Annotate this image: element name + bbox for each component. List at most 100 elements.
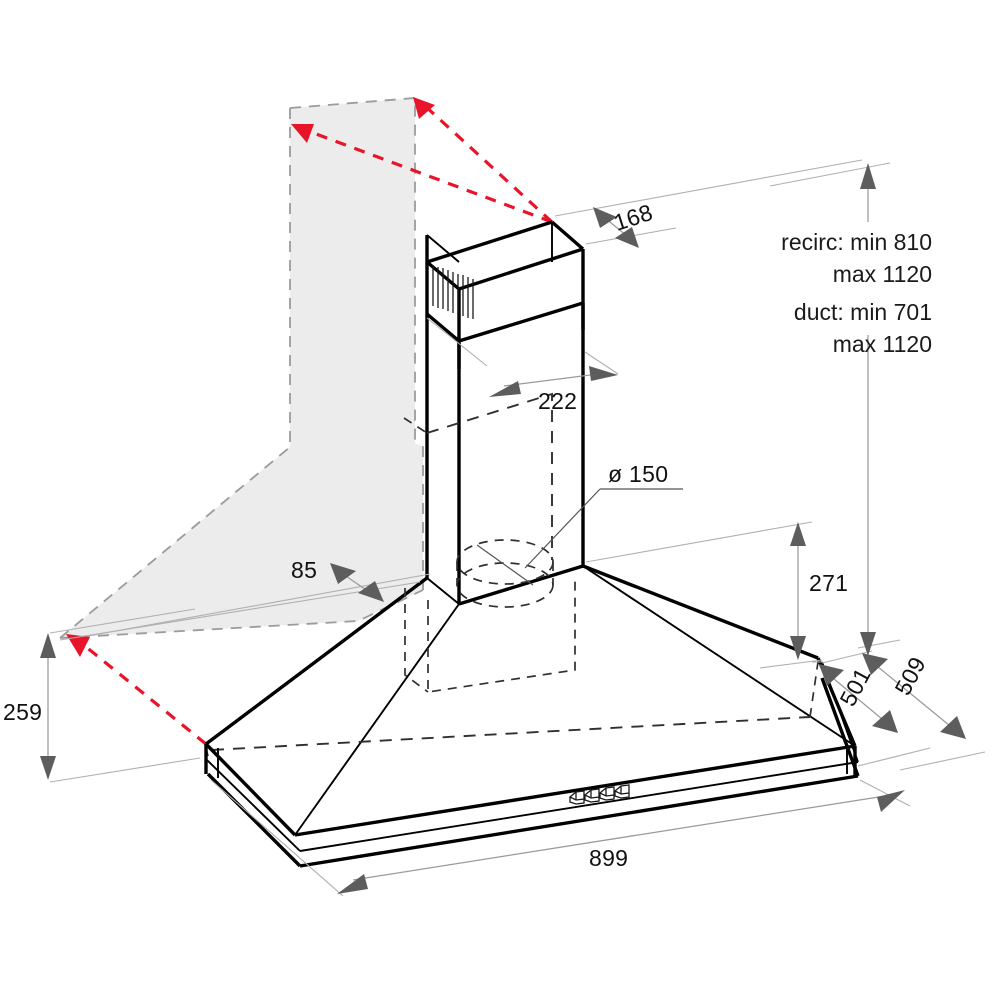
dim-259-label: 259 [3, 699, 42, 725]
ext-501-a [821, 650, 873, 664]
chimney-vent-slots [432, 265, 474, 319]
duct-centerline [476, 544, 534, 586]
mount-plate-hidden [427, 580, 576, 693]
duct-outlet [456, 539, 554, 608]
chimney-hidden-rear-edge [426, 392, 553, 560]
wall-shade-group [59, 97, 424, 639]
canopy-left-slope-upper [204, 576, 429, 746]
arrow-509-end [940, 716, 966, 739]
arrow-259-top [40, 633, 56, 658]
ext-259-top [49, 608, 196, 634]
chimney-lower-base-front [458, 564, 584, 606]
red-leader-top-far [422, 103, 554, 224]
control-button-2[interactable] [583, 788, 600, 803]
wall-shade-fill [60, 98, 423, 638]
dimension-271: 271 [585, 521, 848, 669]
dimension-duct-150: ø 150 [524, 461, 683, 569]
canopy-rim-left-top [204, 742, 297, 837]
chimney-hidden-diag [403, 417, 428, 434]
control-panel[interactable] [568, 784, 630, 805]
red-arrowhead-top-left [291, 124, 314, 143]
ext-271-top [585, 521, 813, 563]
arrow-85-start [330, 563, 356, 584]
control-button-1[interactable] [568, 790, 585, 805]
chimney-upper-bottom-front [458, 301, 584, 343]
ext-899-right [859, 779, 911, 807]
dim-222-label: 222 [538, 388, 577, 414]
arrow-259-bottom [40, 756, 56, 780]
red-arrowhead-top-far [413, 97, 435, 119]
canopy-rim-front-bottom [299, 774, 859, 868]
arrow-899-right [877, 790, 905, 812]
ext-899-left [210, 779, 344, 897]
canopy-rim-front-top [294, 744, 856, 837]
control-button-4[interactable] [613, 784, 630, 799]
arrow-271-bottom [790, 636, 806, 660]
chimney-upper-left-top-edge [426, 234, 460, 263]
canopy-rim-left-mid [206, 759, 301, 852]
wall-shade-outline-right [414, 442, 424, 590]
mount-plate-left-hidden [404, 588, 429, 693]
chimney-upper [425, 220, 585, 369]
canopy-rim-left-bottom [206, 772, 302, 868]
red-projection-lines [66, 97, 554, 746]
duct-ellipse-top [456, 539, 554, 585]
dim-line-222 [503, 373, 599, 387]
arrow-899-left [337, 874, 368, 894]
ext-509-b [899, 751, 986, 771]
dim-85-label: 85 [291, 557, 317, 583]
ext-222-b [584, 351, 619, 375]
dimension-222: 222 [426, 317, 619, 414]
ext-259-bottom [49, 757, 201, 783]
chimney-top-back-left [426, 220, 553, 264]
arrow-271-top [790, 522, 806, 546]
red-leader-top-right [299, 126, 553, 224]
dim-899-label: 899 [589, 845, 628, 871]
arrow-168-start [593, 207, 617, 228]
note-duct-line1: duct: min 701 [794, 299, 932, 325]
dim-150-label: ø 150 [608, 461, 668, 487]
dim-line-501 [827, 673, 889, 725]
note-recirc-line2: max 1120 [833, 261, 932, 287]
ext-222-a [426, 317, 488, 367]
canopy-rim-front-inner [299, 761, 859, 852]
wall-shade-outline [289, 97, 416, 443]
height-range-dimension: recirc: min 810 max 1120 duct: min 701 m… [769, 162, 932, 656]
ext-271-base [759, 659, 823, 669]
red-arrowhead-bottom-left [66, 634, 90, 657]
canopy-front-left-hip [294, 603, 460, 836]
canopy-rim-right-bottom [820, 677, 860, 777]
dim-509-label: 509 [889, 652, 930, 699]
ext-501-b [857, 747, 931, 767]
dimension-85: 85 [59, 557, 431, 641]
arrow-222-left [489, 381, 521, 397]
ext-height-top [769, 162, 891, 187]
arrow-height-top [860, 163, 876, 189]
duct-leader-diag [524, 488, 601, 569]
note-recirc-line1: recirc: min 810 [781, 229, 932, 255]
chimney-top-back-right [550, 220, 585, 251]
arrow-222-right [589, 366, 618, 381]
hood-canopy [204, 564, 860, 868]
control-button-3[interactable] [598, 786, 615, 801]
wall-shade-outline-left [59, 108, 291, 639]
chimney-upper-bottom-line [425, 312, 461, 343]
arrow-509-start [862, 653, 888, 675]
arrow-height-bottom [860, 632, 876, 656]
canopy-hidden-back-edge [211, 716, 811, 751]
chimney-lower [403, 303, 585, 606]
dimension-899: 899 [210, 779, 911, 897]
chimney-lower-base-left [426, 577, 460, 605]
red-leader-bottom [78, 640, 208, 746]
dimension-259: 259 [3, 608, 201, 783]
dim-line-899 [352, 795, 886, 881]
dim-line-509 [871, 661, 956, 731]
arrow-85-end [358, 581, 384, 602]
canopy-right-slope-upper [582, 564, 819, 660]
dim-271-label: 271 [809, 570, 848, 596]
canopy-hidden-back-right [809, 661, 819, 718]
note-duct-line2: max 1120 [833, 331, 932, 357]
arrow-501-end [872, 710, 898, 733]
